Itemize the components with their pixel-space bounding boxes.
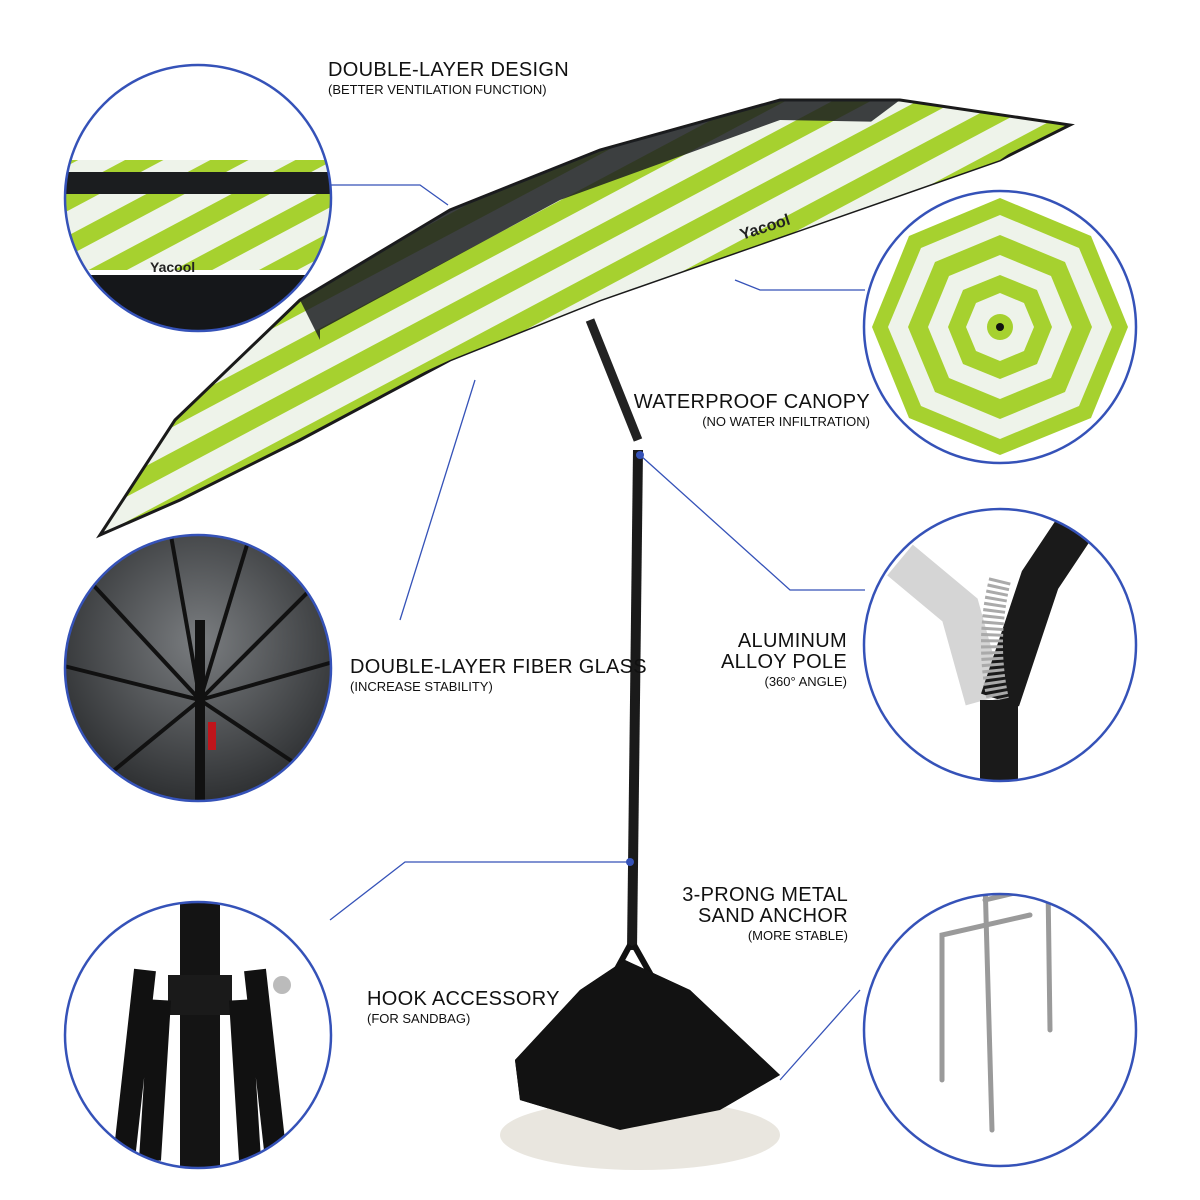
- feature-title-line1: 3-PRONG METAL: [682, 884, 848, 906]
- feature-subtitle: (NO WATER INFILTRATION): [702, 414, 870, 429]
- umbrella-canopy: Yacool: [96, 98, 1075, 539]
- feature-aluminum-pole: ALUMINUM ALLOY POLE (360° ANGLE): [721, 631, 847, 689]
- feature-sand-anchor: 3-PRONG METAL SAND ANCHOR (MORE STABLE): [682, 885, 848, 943]
- leader-lines: [329, 184, 865, 1081]
- feature-subtitle: (BETTER VENTILATION FUNCTION): [328, 82, 547, 97]
- feature-subtitle: (MORE STABLE): [747, 928, 848, 943]
- svg-text:Yacool: Yacool: [150, 259, 195, 275]
- feature-title: DOUBLE-LAYER FIBER GLASS: [350, 656, 647, 678]
- feature-double-layer-design: DOUBLE-LAYER DESIGN (BETTER VENTILATION …: [328, 60, 569, 97]
- detail-circle-hook: [63, 900, 333, 1170]
- feature-subtitle: (INCREASE STABILITY): [350, 679, 493, 694]
- detail-circle-aluminum-pole: [862, 507, 1138, 783]
- feature-title-line2: ALLOY POLE: [720, 651, 847, 673]
- feature-waterproof-canopy: WATERPROOF CANOPY (NO WATER INFILTRATION…: [634, 392, 870, 429]
- feature-title-line1: ALUMINUM: [737, 630, 847, 652]
- feature-title: WATERPROOF CANOPY: [633, 391, 870, 413]
- detail-circle-sand-anchor: [862, 892, 1138, 1168]
- feature-title: HOOK ACCESSORY: [367, 988, 560, 1010]
- feature-fiber-glass: DOUBLE-LAYER FIBER GLASS (INCREASE STABI…: [350, 657, 647, 694]
- feature-title-line2: SAND ANCHOR: [698, 905, 848, 927]
- detail-circle-fiber-glass: [63, 533, 333, 803]
- feature-subtitle: (FOR SANDBAG): [367, 1011, 471, 1026]
- feature-title: DOUBLE-LAYER DESIGN: [328, 59, 569, 81]
- umbrella-pole: [500, 318, 780, 1170]
- feature-hook-accessory: HOOK ACCESSORY (FOR SANDBAG): [367, 989, 560, 1026]
- feature-subtitle: (360° ANGLE): [764, 674, 847, 689]
- detail-circle-canopy: [862, 189, 1138, 465]
